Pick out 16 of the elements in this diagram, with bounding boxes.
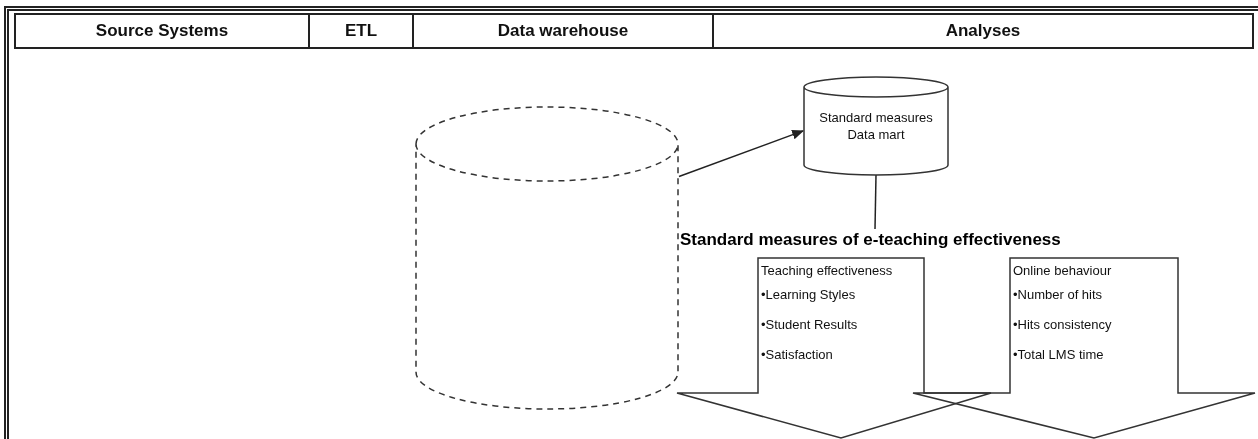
data-mart-label: Standard measures Data mart [818,109,934,143]
column-header: Data warehouse [412,13,714,49]
bullet-item: •Student Results [761,317,858,333]
bullet-item: •Number of hits [1013,287,1103,303]
column-header: Source Systems [14,13,310,49]
arrow-heading: Online behaviour [1013,263,1112,279]
bullet-item: •Satisfaction [761,347,833,363]
bullet-item: •Learning Styles [761,287,856,303]
connector-line [874,174,877,230]
arrow [678,130,805,178]
column-header: Analyses [712,13,1254,49]
column-header: ETL [308,13,414,49]
bullet-item: •Hits consistency [1013,317,1112,333]
arrow-heading: Teaching effectiveness [761,263,893,279]
bullet-item: •Total LMS time [1013,347,1104,363]
group-title: Standard measures of e-teaching effectiveness [680,229,1200,251]
